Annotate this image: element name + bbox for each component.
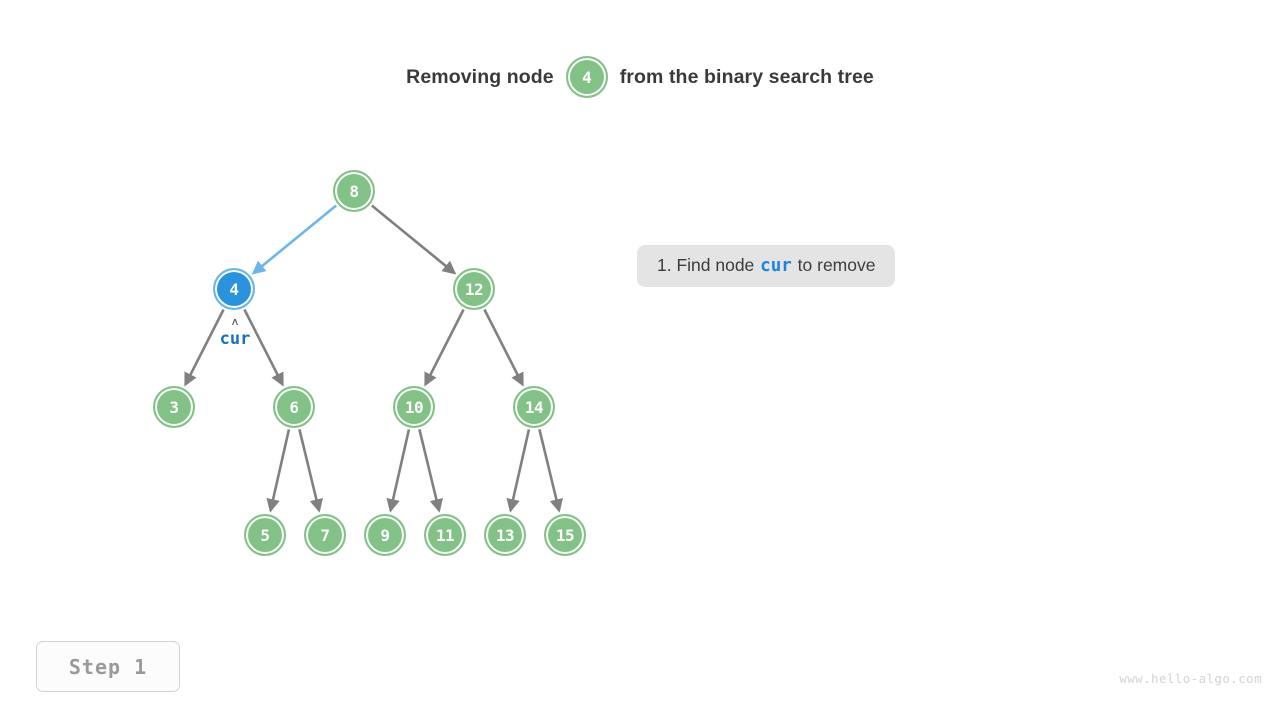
title-node-badge: 4: [565, 56, 608, 98]
tree-node-4[interactable]: 4: [213, 268, 255, 310]
title-suffix: from the binary search tree: [619, 65, 874, 88]
title-prefix: Removing node: [406, 65, 554, 88]
tree-node-7[interactable]: 7: [304, 514, 346, 556]
tree-node-3[interactable]: 3: [153, 386, 195, 428]
annotation-prefix: 1. Find node: [657, 255, 755, 275]
tree-node-14[interactable]: 14: [513, 386, 555, 428]
caret-up-icon: ʌ: [231, 315, 239, 328]
annotation-highlight: cur: [760, 256, 792, 276]
tree-node-12[interactable]: 12: [453, 268, 495, 310]
step-badge: Step 1: [36, 641, 180, 692]
tree-node-5[interactable]: 5: [244, 514, 286, 556]
title-node-badge-circle: 4: [565, 56, 608, 98]
tree-node-6[interactable]: 6: [273, 386, 315, 428]
cur-pointer: ʌ cur: [205, 316, 265, 349]
tree-node-10[interactable]: 10: [393, 386, 435, 428]
page-title: Removing node 4 from the binary search t…: [0, 56, 1280, 98]
annotation-suffix: to remove: [797, 255, 876, 275]
tree-node-9[interactable]: 9: [364, 514, 406, 556]
tree-node-8[interactable]: 8: [333, 170, 375, 212]
annotation-box: 1. Find node cur to remove: [637, 245, 896, 287]
cur-pointer-label: cur: [219, 329, 251, 349]
tree-node-13[interactable]: 13: [484, 514, 526, 556]
tree-node-11[interactable]: 11: [424, 514, 466, 556]
watermark: www.hello-algo.com: [1119, 671, 1262, 686]
tree-node-15[interactable]: 15: [544, 514, 586, 556]
